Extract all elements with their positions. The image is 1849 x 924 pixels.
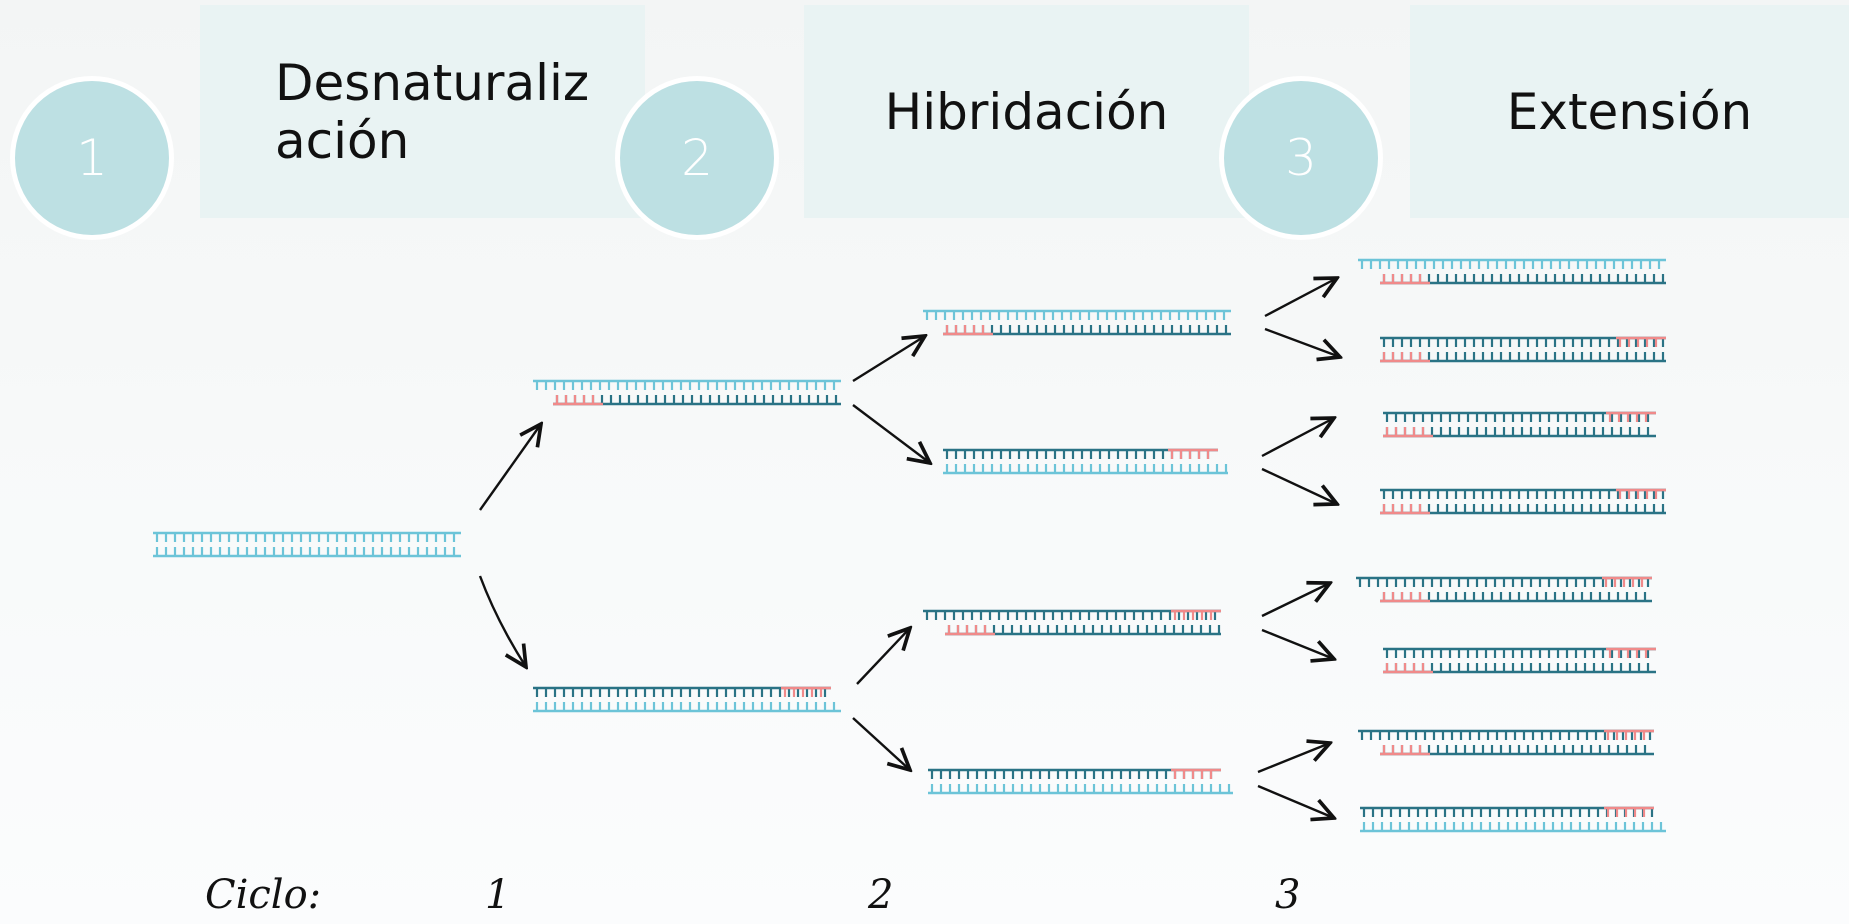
dna-cycle3-1 — [1358, 258, 1666, 285]
arrow-cycle2-a — [852, 336, 925, 383]
step-title-line-2: ación — [275, 111, 410, 170]
dna-cycle2-a — [923, 309, 1231, 336]
dna-cycle2-c — [923, 609, 1221, 636]
step-title: Hibridación — [884, 82, 1169, 141]
step-number-circle-3: 3 — [1219, 76, 1383, 240]
dna-cycle1-a — [533, 379, 841, 406]
step-title-line-1: Desnaturaliz — [275, 53, 590, 112]
arrow-cycle2-c — [856, 628, 910, 685]
arrow-cycle3-8 — [1257, 784, 1334, 818]
dna-cycle2-d — [928, 768, 1233, 795]
dna-cycle1-b — [533, 686, 841, 713]
dna-cycle3-7 — [1358, 729, 1654, 756]
dna-cycle3-6 — [1383, 647, 1656, 674]
arrow-cycle3-5 — [1261, 583, 1330, 618]
arrow-cycle1-up — [479, 424, 541, 511]
cycle-number-3: 3 — [1275, 872, 1301, 918]
cycle-label: Ciclo: — [205, 872, 322, 918]
arrow-cycle3-4 — [1261, 467, 1337, 504]
dna-cycle2-b — [943, 448, 1228, 475]
arrow-cycle3-7 — [1257, 743, 1330, 774]
dna-cycle3-3 — [1383, 411, 1656, 438]
dna-template — [153, 531, 461, 558]
dna-cycle3-2 — [1380, 336, 1666, 363]
arrow-cycle3-6 — [1261, 628, 1334, 659]
arrow-cycle2-d — [852, 717, 910, 770]
arrow-cycle3-1 — [1264, 278, 1337, 318]
dna-cycle3-4 — [1380, 488, 1666, 515]
cycle-number-1: 1 — [485, 872, 511, 918]
cycle-number-2: 2 — [868, 872, 894, 918]
step-title-box-extension: Extensión — [1410, 5, 1849, 218]
arrow-cycle1-down — [478, 575, 526, 667]
arrow-cycle3-2 — [1264, 327, 1340, 357]
step-title-box-hibridacion: Hibridación — [804, 5, 1249, 218]
arrow-cycle3-3 — [1261, 418, 1334, 458]
dna-cycle3-5 — [1356, 576, 1652, 603]
dna-cycle3-8 — [1360, 806, 1666, 833]
step-title: Extensión — [1506, 82, 1753, 141]
step-number-circle-2: 2 — [615, 76, 779, 240]
step-number-circle-1: 1 — [10, 76, 174, 240]
arrow-cycle2-b — [852, 404, 930, 463]
step-title-box-desnaturalizacion: Desnaturaliz ación — [200, 5, 645, 218]
